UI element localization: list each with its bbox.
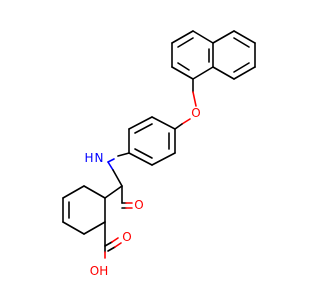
ether-oxygen-label: O	[191, 106, 200, 120]
naphthalene-ring-a	[171, 30, 214, 80]
amide-nitrogen-label: N	[95, 151, 104, 165]
carboxylic-acid: O OH	[90, 221, 132, 278]
molecule-svg: O N H O	[62, 30, 256, 278]
naphthalene-ring-b	[212, 30, 256, 80]
molecule-drawing: O N H O	[62, 30, 256, 278]
amide-carbonyl: O	[104, 185, 144, 212]
ether-linkage: O	[174, 78, 201, 130]
amide-hydrogen-label: H	[84, 151, 93, 165]
amide-nh: N H	[84, 151, 130, 187]
acid-carbonyl-oxygen-label: O	[122, 230, 131, 244]
acid-hydroxyl-label: OH	[90, 264, 108, 278]
amide-oxygen-label: O	[134, 198, 143, 212]
phenylene-ring	[128, 116, 176, 166]
cyclohexene-ring	[62, 185, 106, 235]
